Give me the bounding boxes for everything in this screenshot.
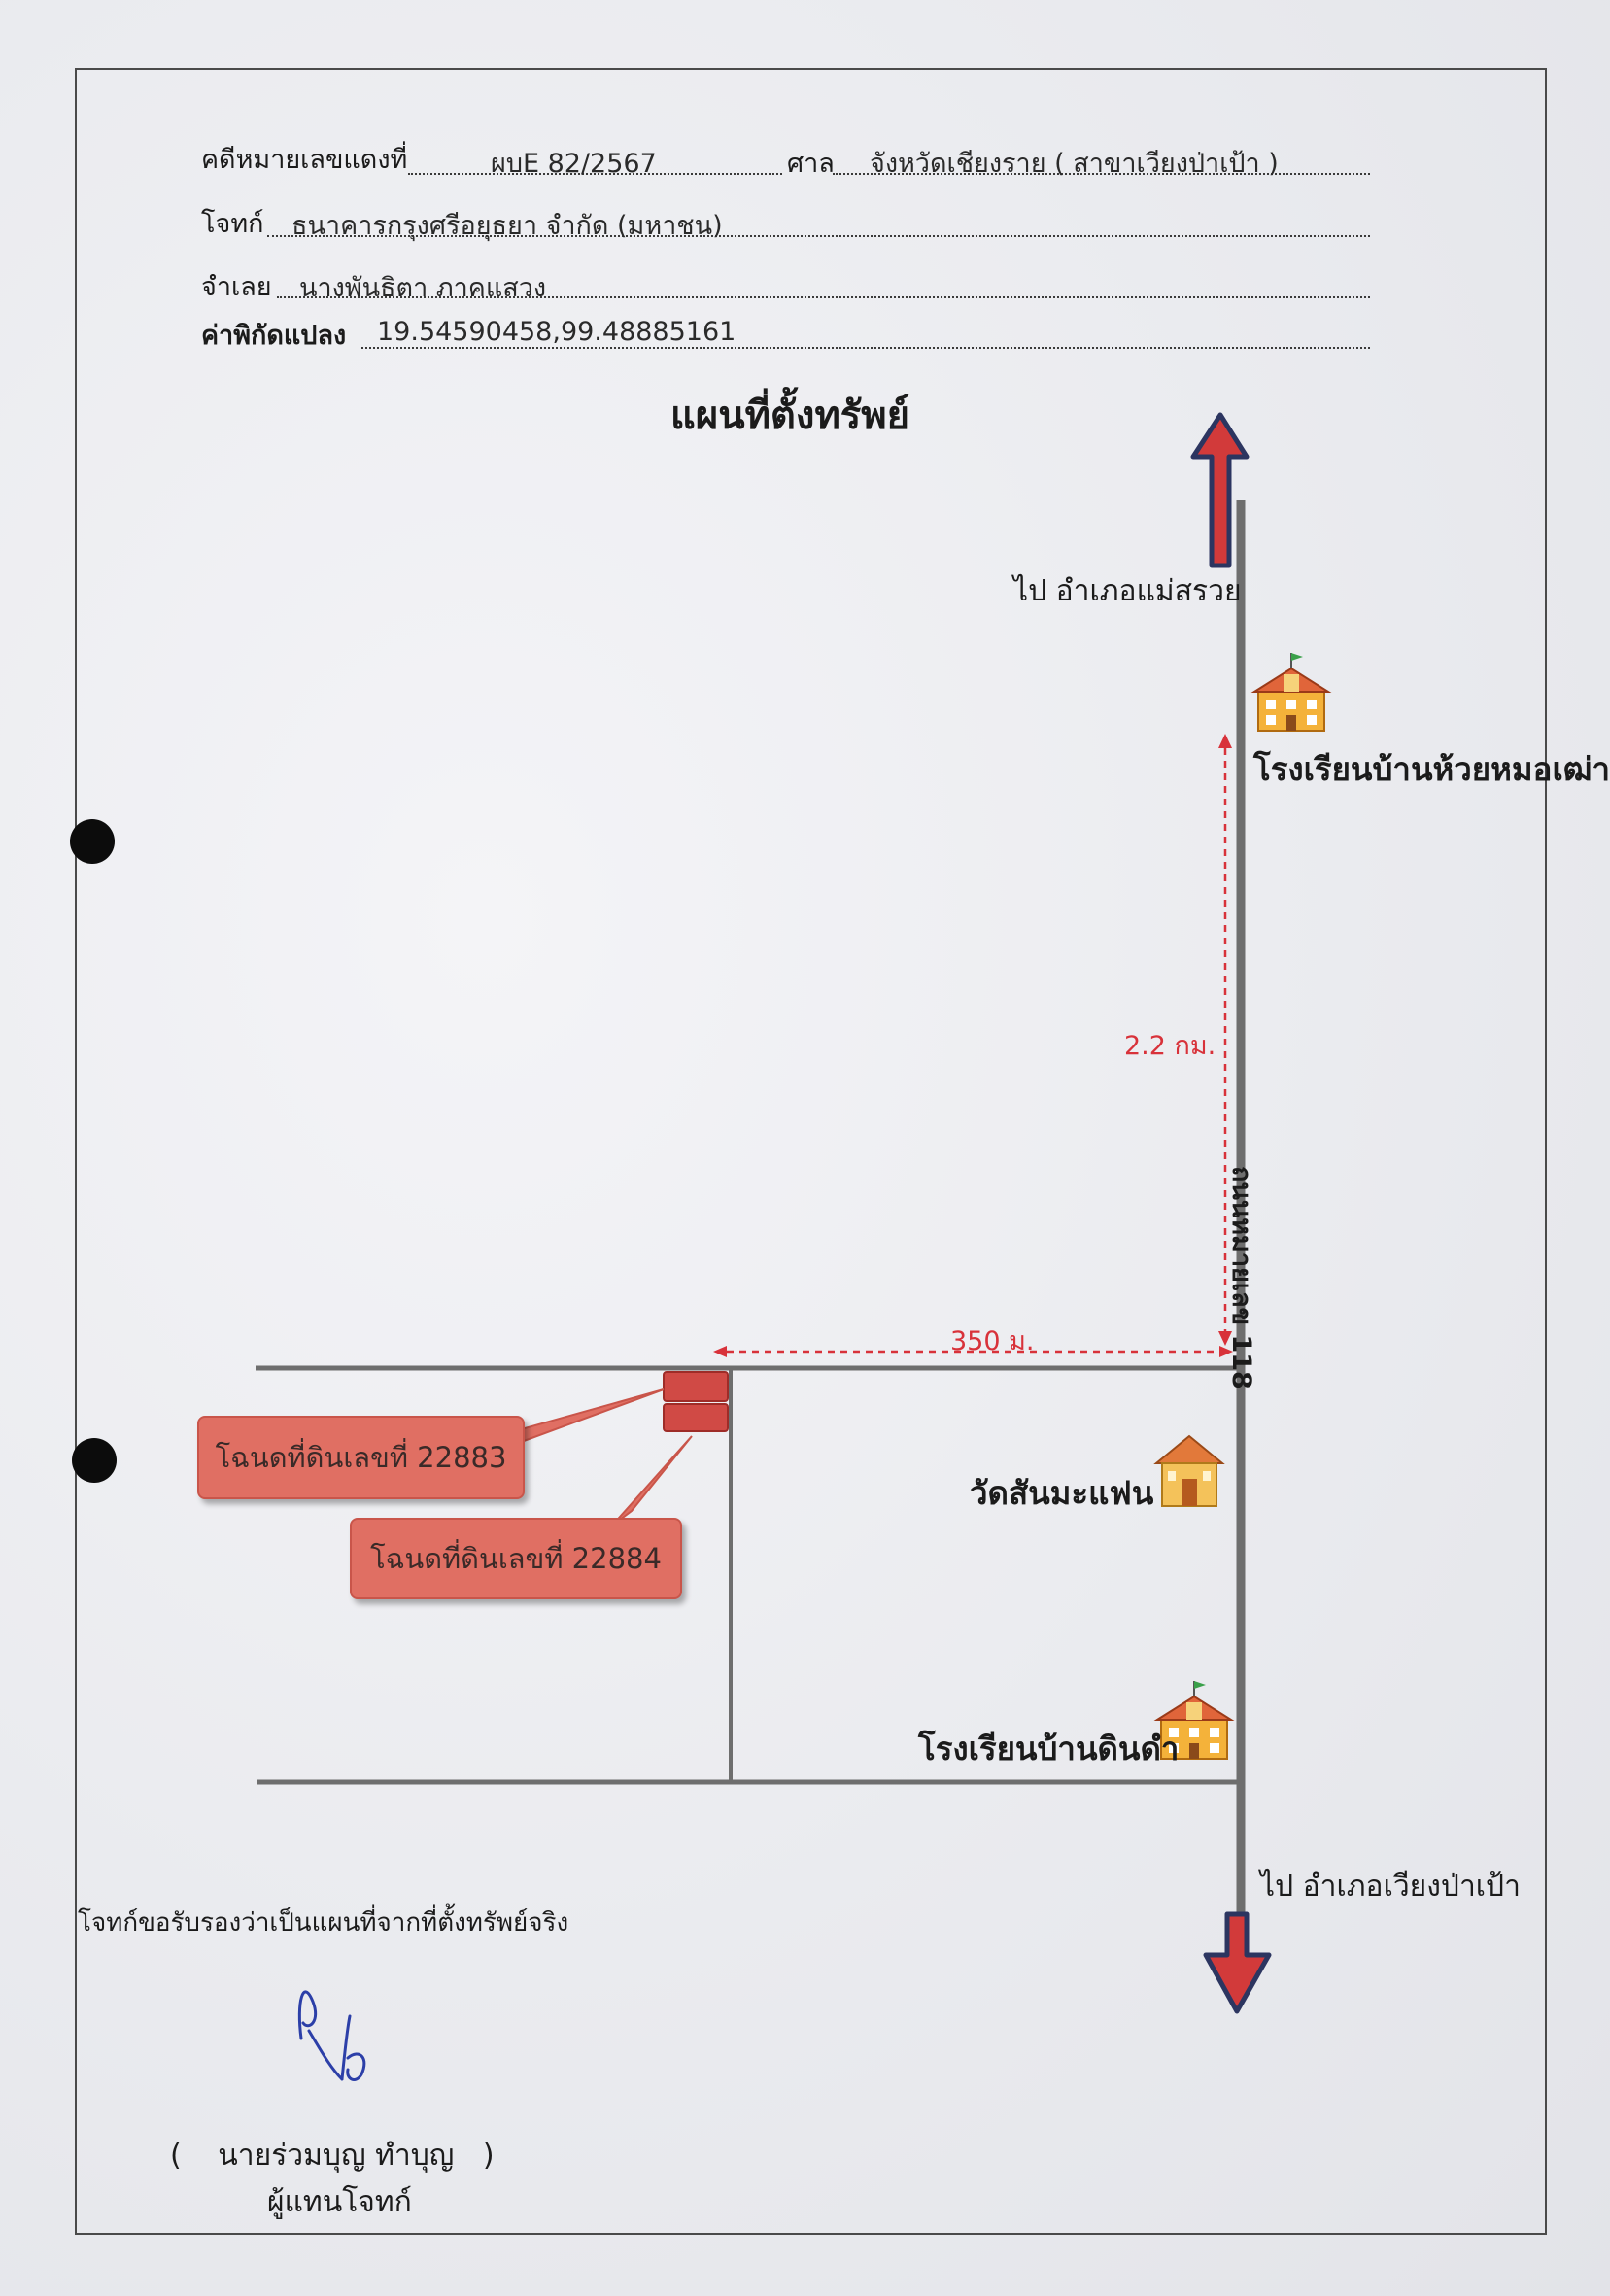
defendant-label: จำเลย [201,272,272,302]
road-name-label: ถนนหมายเลข 118 [1226,1166,1256,1389]
document-frame [75,68,1547,2235]
deed-22884-callout: โฉนดที่ดินเลขที่ 22884 [350,1518,682,1599]
punch-hole-bottom [72,1438,117,1483]
signature [297,1990,366,2081]
south-arrow-icon [1203,1911,1272,2014]
case-number-label: คดีหมายเลขแดงที่ [201,145,408,175]
callout-pointer-22883 [504,1388,665,1449]
plaintiff-line [267,235,1370,237]
parcel-22884 [663,1403,729,1432]
temple-icon [1153,1434,1225,1507]
map-title: แผนที่ตั้งทรัพย์ [670,394,910,438]
signer-name-line: ( นายร่วมบุญ ทำบุญ ) [170,2133,495,2178]
school-north-icon [1250,653,1332,732]
to-south-label: ไป อำเภอเวียงป่าเป้า [1260,1869,1521,1903]
temple-label: วัดสันมะแฟน [970,1474,1154,1512]
dimension-arrowhead-down [1218,1331,1232,1346]
signer-open-paren: ( [170,2139,182,2173]
school-south-icon [1153,1681,1235,1760]
distance-west-label: 350 ม. [950,1326,1035,1356]
court-line [833,173,1370,175]
defendant-line [277,296,1370,298]
distance-north-label: 2.2 กม. [1124,1031,1216,1061]
case-number-value: ผบE 82/2567 [491,149,657,179]
parcel-22883 [663,1371,729,1402]
court-label: ศาล [787,149,835,179]
deed-22883-callout: โฉนดที่ดินเลขที่ 22883 [197,1416,525,1499]
school-south-label: โรงเรียนบ้านดินดำ [918,1730,1180,1767]
north-arrow-icon [1190,412,1250,568]
certification-text: โจทก์ขอรับรองว่าเป็นแผนที่จากที่ตั้งทรัพ… [78,1908,569,1937]
case-number-line [408,173,782,175]
signer-name: นายร่วมบุญ ทำบุญ [218,2139,455,2173]
dimension-arrowhead-right [1219,1346,1233,1357]
coordinates-label: ค่าพิกัดแปลง [201,321,347,351]
defendant-value: นางพันธิตา ภาคแสวง [299,273,547,303]
dimension-arrowhead-left [713,1346,727,1357]
signer-close-paren: ) [482,2139,495,2173]
punch-hole-top [70,819,115,864]
coordinates-line [361,347,1370,349]
school-north-label: โรงเรียนบ้านห้วยหมอเฒ่า [1253,750,1610,788]
court-value: จังหวัดเชียงราย ( สาขาเวียงป่าเป้า ) [870,149,1279,179]
to-north-label: ไป อำเภอแม่สรวย [1013,574,1242,608]
coordinates-value: 19.54590458,99.48885161 [377,317,736,347]
plaintiff-label: โจทก์ [201,209,264,239]
plaintiff-value: ธนาคารกรุงศรีอยุธยา จำกัด (มหาชน) [291,211,723,241]
callout-pointer-22884 [611,1435,693,1526]
signer-role: ผู้แทนโจทก์ [267,2185,412,2219]
dimension-arrowhead-up [1218,734,1232,748]
